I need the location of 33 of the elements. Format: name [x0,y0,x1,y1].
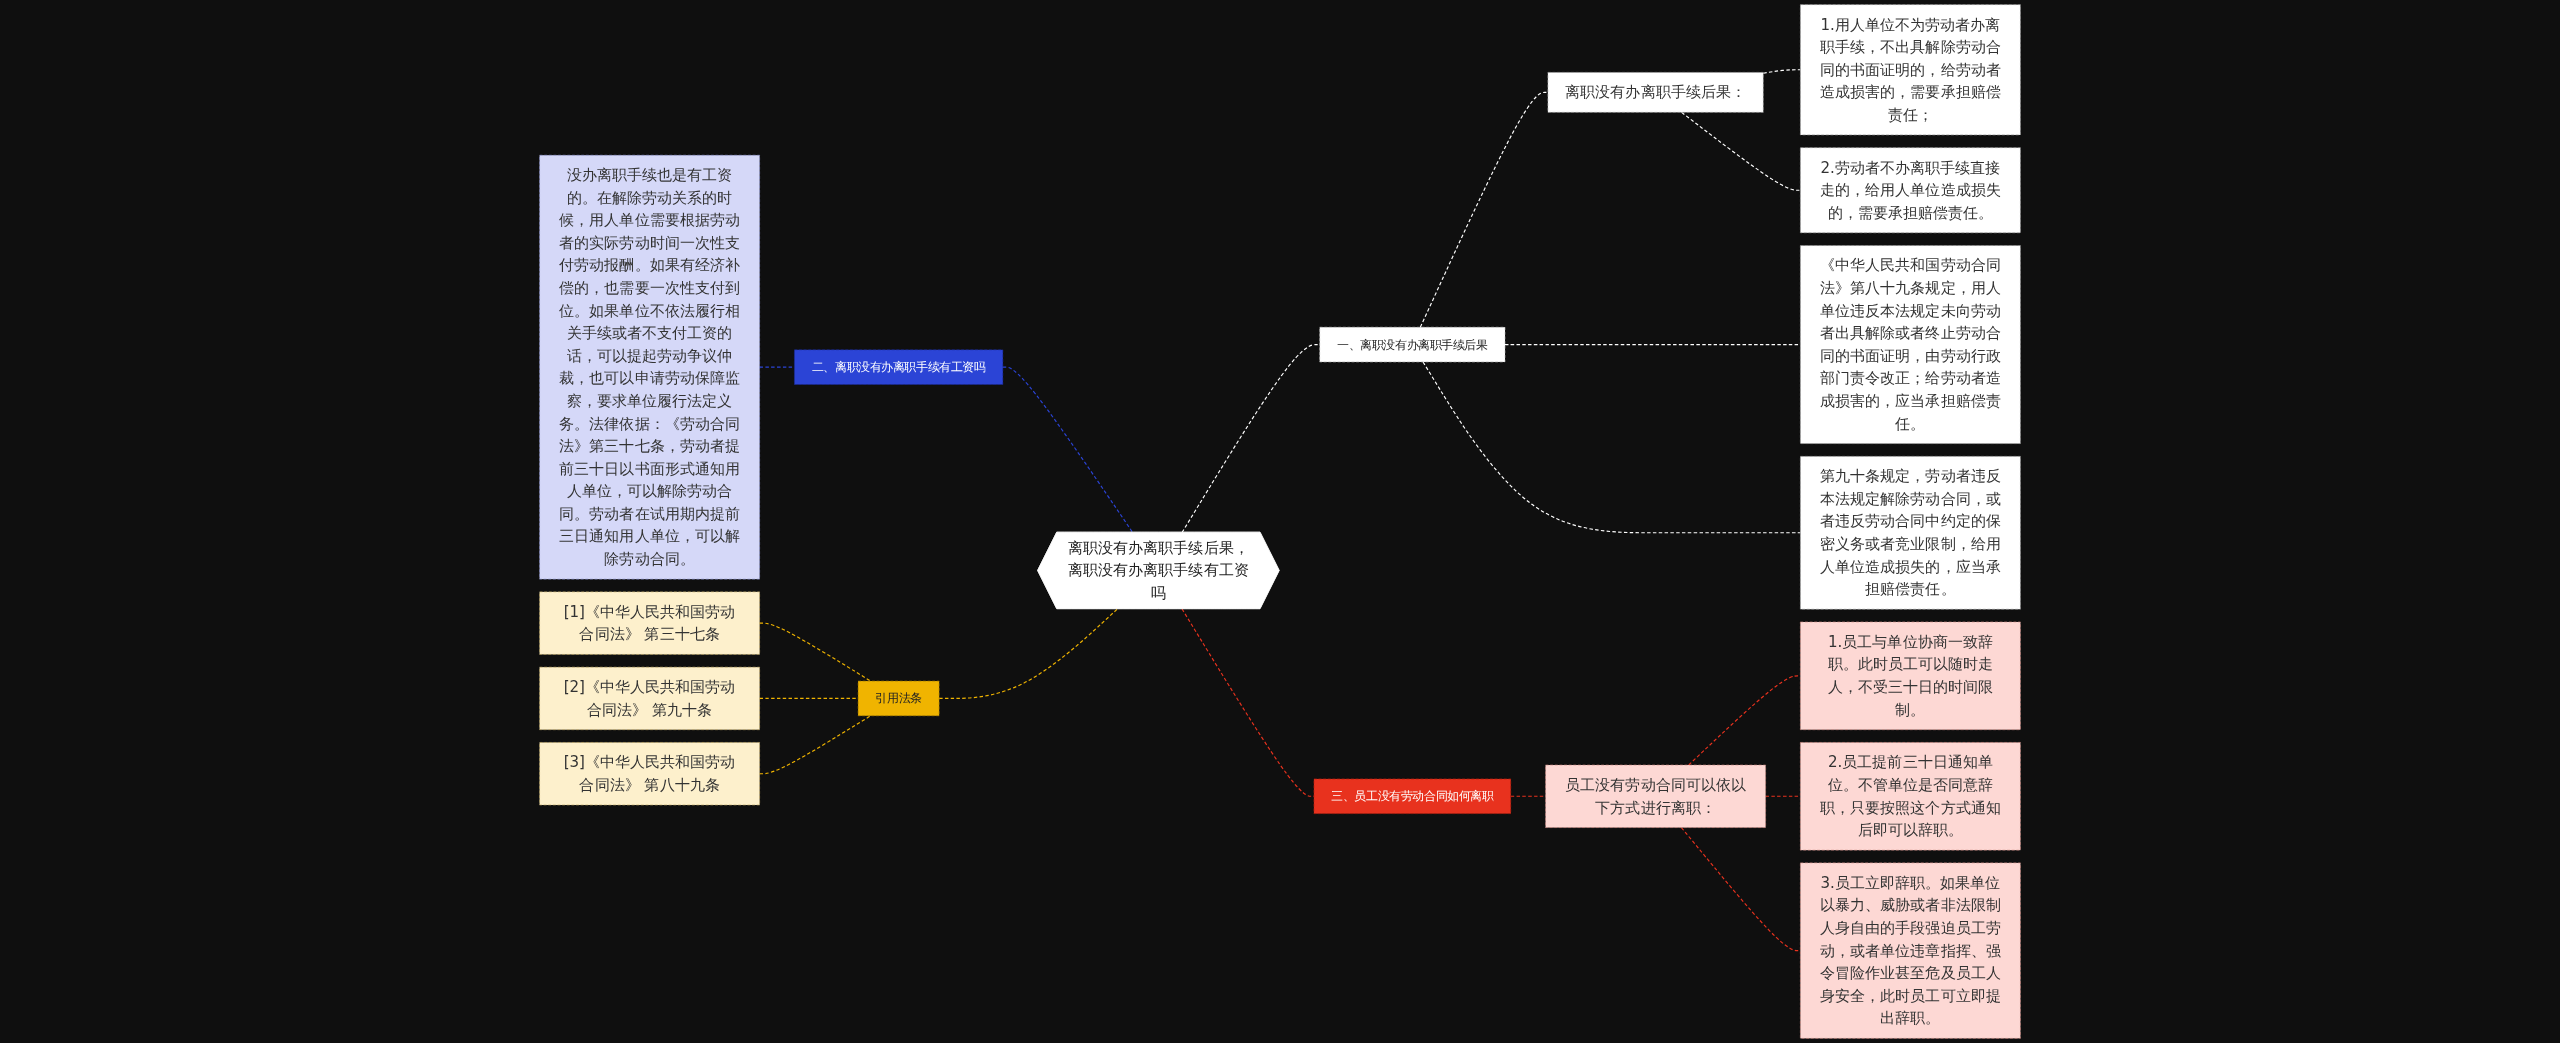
node-box: 1.用人单位不为劳动者办离职手续，不出具解除劳动合同的书面证明的，给劳动者造成损害的，需要承担赔偿责任； [1800,4,2021,136]
node-box: 2.劳动者不办离职手续直接走的，给用人单位造成损失的，需要承担赔偿责任。 [1800,147,2021,234]
node-box: 二、离职没有办离职手续有工资吗 [794,349,1004,385]
node-box: 三、员工没有劳动合同如何离职 [1313,778,1512,814]
node-box: 2.员工提前三十日通知单位。不管单位是否同意辞职，只要按照这个方式通知后即可以辞职。 [1800,742,2021,851]
connector [1688,675,1801,766]
connector [1181,608,1315,797]
node-box: 3.员工立即辞职。如果单位以暴力、威胁或者非法限制人身自由的手段强迫员工劳动，或者单位违章指挥、强令冒险作业甚至危及员工人身安全，此时员工可立即提出辞职。 [1800,862,2021,1039]
connector [1504,344,1801,346]
node-box: 《中华人民共和国劳动合同法》第八十九条规定，用人单位违反本法规定未向劳动者出具解除或者终止劳动合同的书面证明，由劳动行政部门责令改正；给劳动者造成损害的，应当承担赔偿责任。 [1800,245,2021,444]
connector [938,608,1118,699]
connector [1510,795,1547,797]
connector [1681,111,1801,191]
node-box: 引用法条 [857,680,940,717]
node-box: 离职没有办离职手续后果： [1547,72,1764,113]
connector [759,366,795,368]
connector [1680,827,1801,952]
node-box: 一、离职没有办离职手续后果 [1319,326,1506,363]
node-box: 1.员工与单位协商一致辞职。此时员工可以随时走人，不受三十日的时间限制。 [1800,621,2021,730]
connector [759,622,872,682]
connector [1762,69,1801,74]
connector [759,697,859,699]
connector [759,715,872,775]
connector [1422,361,1801,534]
connector [1002,366,1134,534]
connector [1765,795,1801,797]
node-box: 第九十条规定，劳动者违反本法规定解除劳动合同，或者违反劳动合同中约定的保密义务或者竞业限制，给用人单位造成损失的，应当承担赔偿责任。 [1800,456,2021,610]
node-box: 员工没有劳动合同可以依以下方式进行离职： [1545,764,1766,828]
node-box: [1]《中华人民共和国劳动合同法》 第三十七条 [539,591,760,655]
node-box: [3]《中华人民共和国劳动合同法》 第八十九条 [539,742,760,806]
node-box: 没办离职手续也是有工资的。在解除劳动关系的时候，用人单位需要根据劳动者的实际劳动时间一次性支付劳动报酬。如果有经济补偿的，也需要一次性支付到位。如果单位不依法履行相关手续或者不支付工资的话，可以提起劳动争议仲裁，也可以申请劳动保障监察，要求单位履行法定义务。法律依据：《劳动合同法》第三十七条，劳动者提前三十日以书面形式通知用人单位，可以解除劳动合同。劳动者在试用期内提前三日通知用人单位，可以解除劳动合同。 [539,154,760,580]
node-box: [2]《中华人民共和国劳动合同法》 第九十条 [539,666,760,730]
connector [1181,344,1321,534]
